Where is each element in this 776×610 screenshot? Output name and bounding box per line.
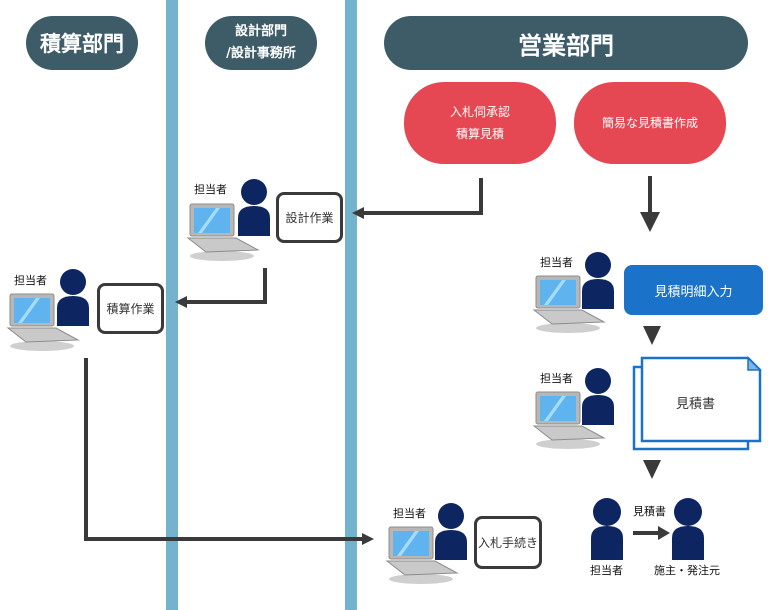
task-design-work-label: 設計作業 [285,211,334,225]
arrowhead-to-bid [362,533,374,545]
lane-header-estimation: 積算部門 [26,16,138,70]
lane-header-sales: 営業部門 [384,16,748,70]
handoff-arrowhead [658,526,670,540]
triangle-doc-to-handoff [643,460,661,479]
input-worker-label: 担当者 [540,256,573,269]
handoff-item-label: 見積書 [633,505,666,518]
laptop-icon [186,203,260,261]
person-icon [582,252,614,309]
lane-header-design-line2: /設計事務所 [226,46,296,61]
handoff-from-label: 担当者 [590,564,623,577]
handoff-arrow-line [633,531,661,535]
laptop-icon [385,526,459,584]
option-simple-estimate-label: 簡易な見積書作成 [601,116,698,130]
lane-divider-right [345,0,357,610]
person-icon [582,368,614,425]
person-icon [238,179,270,236]
task-design-work[interactable]: 設計作業 [276,192,343,243]
lane-header-design: 設計部門 /設計事務所 [205,16,317,70]
person-icon [435,503,467,560]
lane-header-design-line1: 設計部門 [234,24,287,39]
option-bid-approval-line1: 入札伺承認 [449,105,510,119]
connector-bid-to-design [362,178,483,215]
connector-design-to-estimation [186,268,267,304]
client-person-icon [672,498,704,560]
option-bid-approval-line2: 積算見積 [455,127,504,141]
arrowhead-to-design [352,207,364,219]
option-simple-estimate[interactable]: 簡易な見積書作成 [574,82,726,164]
lane-header-estimation-title: 積算部門 [40,32,124,56]
task-bid-procedure[interactable]: 入札手続き [474,516,542,569]
estimate-document-icon [632,356,762,451]
lane-divider-left [166,0,178,610]
sales-person-icon [591,498,623,560]
task-bid-procedure-label: 入札手続き [477,536,538,550]
handoff-to-label: 施主・発注元 [654,564,720,577]
estimate-document-label: 見積書 [676,397,716,412]
design-worker-label: 担当者 [194,183,227,196]
laptop-icon [532,391,606,449]
estimation-worker-label: 担当者 [14,274,47,287]
connector-estimation-to-bid [84,358,362,541]
arrowhead-to-input [640,212,660,232]
arrowhead-to-estimation [175,296,187,308]
option-bid-approval[interactable]: 入札伺承認 積算見積 [404,82,556,164]
task-estimate-detail-input[interactable]: 見積明細入力 [624,265,763,315]
laptop-icon [6,293,80,351]
bid-worker-label: 担当者 [393,507,426,520]
doc-worker-label: 担当者 [540,372,573,385]
triangle-input-to-doc [643,326,661,345]
task-estimation-work[interactable]: 積算作業 [97,283,164,334]
person-icon [57,269,89,326]
laptop-icon [532,275,606,333]
lane-header-sales-title: 営業部門 [518,31,614,60]
task-estimation-work-label: 積算作業 [106,302,155,316]
task-estimate-detail-input-label: 見積明細入力 [654,284,733,300]
